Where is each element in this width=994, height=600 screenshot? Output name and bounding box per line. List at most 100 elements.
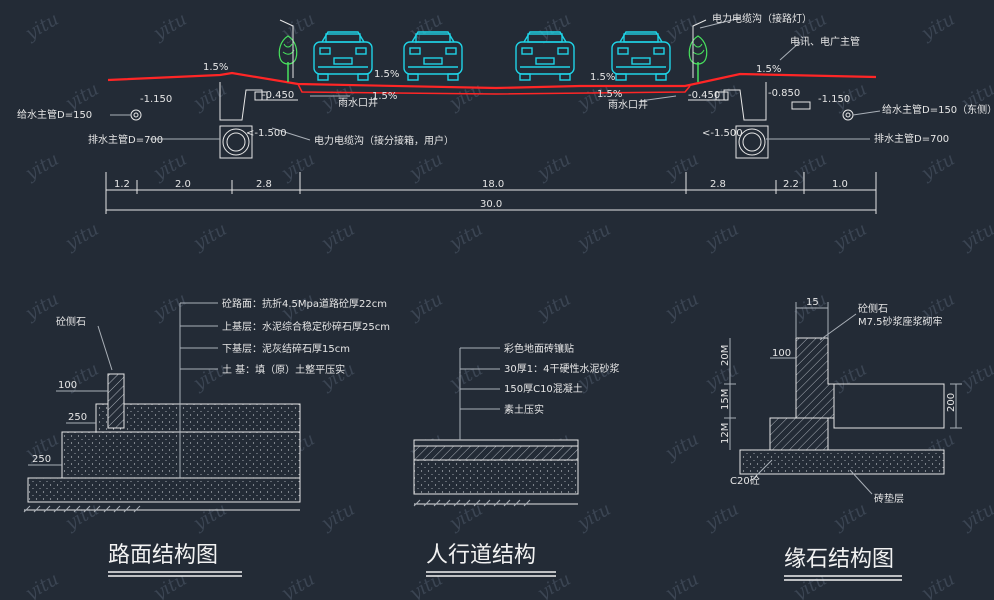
- slope-label: 1.5%: [203, 62, 228, 73]
- water-main-left-label: 给水主管D=150: [17, 108, 92, 121]
- pavement-layer-1: 砼路面：抗折4.5Mpa道路砼厚22cm: [222, 297, 387, 310]
- watermark-text: yitu: [61, 499, 102, 535]
- pavement-layer-3: 下基层：泥灰结碎石厚15cm: [222, 342, 350, 355]
- elevation-label: <-1.500: [702, 128, 743, 139]
- watermark-text: yitu: [405, 149, 446, 185]
- elevation-label: -0.850: [768, 88, 800, 99]
- watermark-text: yitu: [405, 289, 446, 325]
- watermark-text: yitu: [661, 149, 702, 185]
- elevation-label: -0.450: [262, 90, 294, 101]
- watermark-text: yitu: [957, 219, 994, 255]
- watermark-text: yitu: [829, 219, 870, 255]
- watermark-text: yitu: [917, 9, 958, 45]
- drain-main-right-label: 排水主管D=700: [874, 132, 949, 145]
- curb-title: 缘石结构图: [784, 547, 894, 572]
- telecom-label: 电讯、电广主管: [790, 35, 860, 48]
- watermark-text: yitu: [661, 569, 702, 600]
- drain-main-left-label: 排水主管D=700: [88, 133, 163, 146]
- dim-label: 100: [58, 380, 77, 391]
- brick-base-label: 砖垫层: [874, 492, 904, 505]
- drain-pipe-icon: [222, 128, 250, 156]
- watermark-text: yitu: [445, 79, 486, 115]
- elevation-label: -1.150: [818, 94, 850, 105]
- dim-label: 2.8: [710, 179, 726, 190]
- water-pipe-icon: [842, 109, 854, 121]
- watermark-text: yitu: [533, 149, 574, 185]
- drain-pipe-icon: [738, 128, 766, 156]
- watermark-text: yitu: [573, 219, 614, 255]
- curb-stone-label: 砼侧石: [56, 315, 86, 328]
- dim-label: 2.8: [256, 179, 272, 190]
- watermark-text: yitu: [917, 569, 958, 600]
- watermark-text: yitu: [21, 9, 62, 45]
- dim-label: 18.0: [482, 179, 504, 190]
- watermark-text: yitu: [189, 79, 230, 115]
- watermark-text: yitu: [61, 219, 102, 255]
- dim-label: 20M: [720, 345, 731, 366]
- c20-label: C20砼: [730, 474, 760, 487]
- watermark-text: yitu: [21, 569, 62, 600]
- watermark-text: yitu: [701, 219, 742, 255]
- dim-label: 200: [946, 393, 957, 412]
- dim-label: 12M: [720, 423, 731, 444]
- watermark-text: yitu: [573, 499, 614, 535]
- watermark-text: yitu: [405, 9, 446, 45]
- mortar-label: M7.5砂浆座浆砌牢: [858, 315, 943, 328]
- watermark-text: yitu: [661, 289, 702, 325]
- watermark-text: yitu: [957, 359, 994, 395]
- dim-label: 1.0: [832, 179, 848, 190]
- power-duct-top-label: 电力电缆沟（接路灯）: [712, 12, 812, 25]
- slope-label: 1.5%: [756, 64, 781, 75]
- street-lamp-icon: [279, 19, 294, 78]
- slope-label: 1.5%: [372, 91, 397, 102]
- watermark-text: yitu: [149, 289, 190, 325]
- dim-label: 15: [806, 297, 819, 308]
- watermark-text: yitu: [533, 9, 574, 45]
- dim-label: 2.2: [783, 179, 799, 190]
- sidewalk-layer-4: 素土压实: [504, 403, 544, 416]
- sidewalk-layer-3: 150厚C10混凝土: [504, 382, 583, 395]
- pavement-layer-4: 土 基：填（原）土整平压实: [222, 363, 345, 376]
- car-icon: [611, 31, 671, 81]
- water-pipe-icon: [130, 109, 142, 121]
- dim-label: 2.0: [175, 179, 191, 190]
- pavement-structure: 砼路面：抗折4.5Mpa道路砼厚22cm 上基层：水泥综合稳定砂碎石厚25cm …: [23, 297, 390, 577]
- dim-label: 1.2: [114, 179, 130, 190]
- sidewalk-layer-2: 30厚1：4干硬性水泥砂浆: [504, 362, 619, 375]
- watermark-text: yitu: [661, 429, 702, 465]
- watermark-text: yitu: [21, 149, 62, 185]
- watermark-text: yitu: [317, 499, 358, 535]
- elevation-label: -1.150: [140, 94, 172, 105]
- watermark-text: yitu: [917, 149, 958, 185]
- watermark-text: yitu: [277, 149, 318, 185]
- slope-label: 1.5%: [597, 89, 622, 100]
- watermark-text: yitu: [189, 219, 230, 255]
- elevation-label: -0.450: [688, 90, 720, 101]
- watermark-text: yitu: [317, 219, 358, 255]
- watermark-text: yitu: [533, 569, 574, 600]
- dim-label: 250: [68, 412, 87, 423]
- sidewalk-layer-1: 彩色地面砖镶贴: [504, 342, 574, 355]
- rain-inlet-left-label: 雨水口井: [338, 96, 378, 109]
- car-icon: [313, 31, 373, 81]
- sidewalk-title: 人行道结构: [426, 543, 536, 568]
- dim-label: 250: [32, 454, 51, 465]
- rain-inlet-right-label: 雨水口井: [608, 98, 648, 111]
- watermark-text: yitu: [149, 569, 190, 600]
- total-width-label: 30.0: [480, 199, 502, 210]
- dim-label: 100: [772, 348, 791, 359]
- watermark-text: yitu: [701, 499, 742, 535]
- watermark-text: yitu: [829, 499, 870, 535]
- watermark-text: yitu: [445, 219, 486, 255]
- watermark-text: yitu: [189, 499, 230, 535]
- watermark-text: yitu: [405, 569, 446, 600]
- dimension-line: 1.2 2.0 2.8 18.0 2.8 2.2 1.0 30.0: [105, 172, 877, 214]
- elevation-label: <-1.500: [246, 128, 287, 139]
- pavement-title: 路面结构图: [108, 543, 218, 568]
- curb-structure: 15 100 20M 15M 12M 200 砼侧石 M7.5砂浆座浆砌牢 砖垫…: [720, 297, 962, 581]
- water-main-right-label: 给水主管D=150（东侧）: [882, 103, 994, 116]
- watermark-text: yitu: [789, 569, 830, 600]
- street-lamp-icon: [692, 19, 707, 78]
